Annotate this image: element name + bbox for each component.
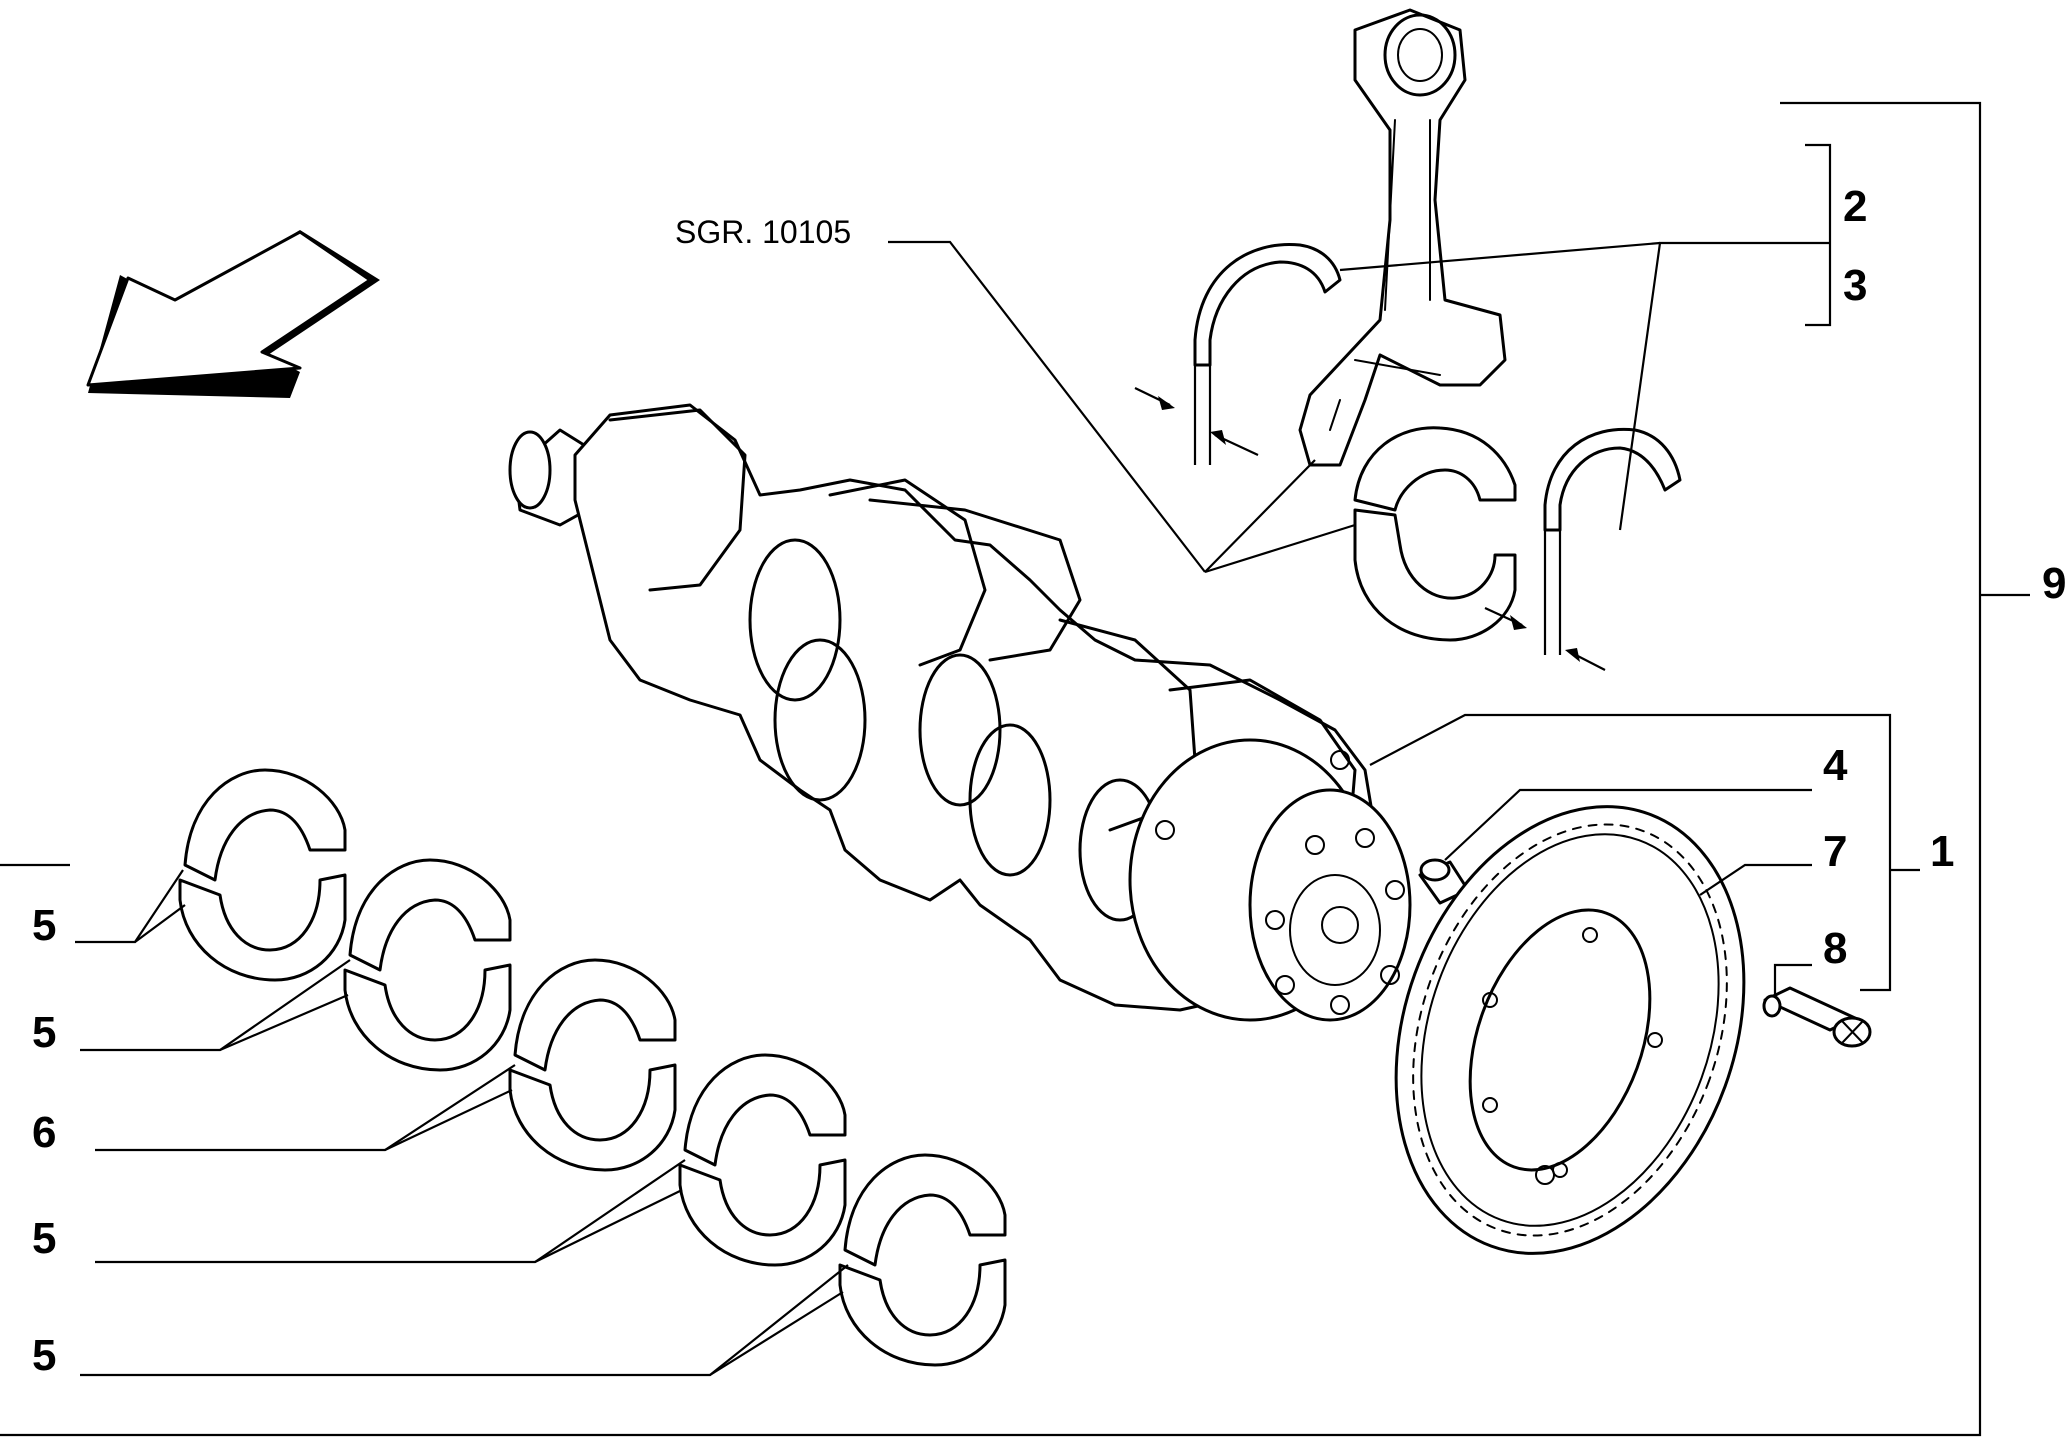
main-bearing-5 [838,1153,1007,1367]
direction-arrow-icon [86,230,380,398]
main-bearing-2 [343,858,512,1072]
main-bearing-4 [678,1053,847,1267]
timing-wheel [1394,805,1746,1255]
callout-6: 6 [32,1108,56,1157]
callout-5-first: 5 [32,901,56,950]
callout-3: 3 [1843,261,1867,310]
callout-5-fourth: 5 [32,1331,56,1380]
callout-1: 1 [1930,827,1954,876]
main-bearing-3 [508,958,677,1172]
main-bearing-1 [178,768,347,982]
callout-5-second: 5 [32,1008,56,1057]
leader-lines [0,101,2030,1437]
callout-2: 2 [1843,182,1867,231]
callout-8: 8 [1823,924,1847,973]
callout-9: 9 [2042,559,2066,608]
flywheel-bolt [1762,986,1872,1048]
callout-4: 4 [1823,741,1848,790]
reference-label: SGR. 10105 [675,214,851,250]
callout-5-third: 5 [32,1214,56,1263]
thrust-measurement-marks [1134,365,1606,671]
main-bearing-shells [178,768,1007,1367]
crankshaft [508,403,1412,1022]
connecting-rod [1298,8,1507,467]
callout-7: 7 [1823,827,1847,876]
conrod-bearing-shells [1193,242,1682,642]
